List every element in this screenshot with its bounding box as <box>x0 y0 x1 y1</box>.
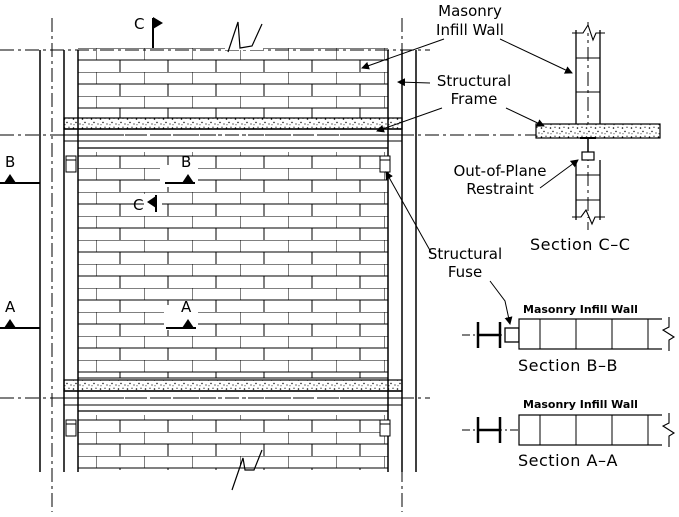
cut-mark-c-top: C <box>134 15 163 48</box>
fuse-lower-left <box>65 419 77 437</box>
callout-structural-frame: Structural Frame <box>376 72 545 133</box>
section-bb-wall <box>518 318 670 350</box>
section-cc-title: Section C–C <box>530 235 630 254</box>
beam-lower <box>64 390 402 412</box>
structural-fuse-label-line2: Fuse <box>448 263 482 281</box>
break-line-bottom <box>228 449 264 495</box>
cut-mark-a-left-label: A <box>5 298 16 316</box>
section-bb-column <box>476 322 502 348</box>
section-aa-column <box>476 417 502 443</box>
cut-mark-c-mid-label: C <box>133 196 143 214</box>
infill-panel-top <box>78 48 388 118</box>
out-of-plane-restraint-clip <box>581 151 595 161</box>
structural-fuse-label-line1: Structural <box>428 245 502 263</box>
structural-frame-label-line2: Frame <box>451 90 498 108</box>
cut-mark-c-top-label: C <box>134 15 144 33</box>
oop-restraint-label-line1: Out-of-Plane <box>453 162 546 180</box>
section-aa-wall-label: Masonry Infill Wall <box>523 398 638 411</box>
fuse-upper-right <box>379 155 391 173</box>
section-bb-fuse <box>504 327 520 343</box>
masonry-infill-label-line2: Infill Wall <box>436 21 504 39</box>
section-aa-wall <box>518 414 670 446</box>
masonry-infill-label-line1: Masonry <box>438 2 502 20</box>
cut-mark-a-mid: A <box>164 298 198 330</box>
oop-restraint-label-line2: Restraint <box>466 180 534 198</box>
section-b-b: Masonry Infill Wall Section B–B <box>462 303 676 375</box>
elevation: C C B A B A <box>0 15 560 512</box>
cut-mark-b-mid-label: B <box>181 153 191 171</box>
cut-mark-a-left: A <box>0 298 40 329</box>
beam-slab-lower <box>63 379 403 392</box>
break-line-top <box>225 21 263 53</box>
section-bb-wall-label: Masonry Infill Wall <box>523 303 638 316</box>
centerlines <box>0 18 560 512</box>
callout-masonry-infill-wall: Masonry Infill Wall <box>361 2 573 74</box>
column-left <box>39 50 79 472</box>
callout-structural-fuse: Structural Fuse <box>385 171 513 325</box>
fuse-lower-right <box>379 419 391 437</box>
infill-panel-bottom <box>78 415 388 470</box>
infill-panel-middle <box>78 152 388 378</box>
cut-mark-a-mid-label: A <box>181 298 192 316</box>
cut-mark-b-left: B <box>0 153 40 184</box>
section-cc-slab <box>535 123 661 139</box>
cut-mark-b-left-label: B <box>5 153 15 171</box>
callout-out-of-plane-restraint: Out-of-Plane Restraint <box>453 159 579 198</box>
section-a-a: Masonry Infill Wall Section A–A <box>462 398 676 470</box>
section-aa-title: Section A–A <box>518 451 618 470</box>
section-bb-title: Section B–B <box>518 356 618 375</box>
cut-mark-b-mid: B <box>160 153 198 187</box>
cut-mark-c-mid: C <box>133 194 162 214</box>
structural-frame-label-line1: Structural <box>437 72 511 90</box>
section-c-c: Section C–C <box>530 22 661 254</box>
fuse-upper-left <box>65 155 77 173</box>
beam-slab-upper <box>63 117 403 130</box>
beam-upper <box>64 128 402 149</box>
